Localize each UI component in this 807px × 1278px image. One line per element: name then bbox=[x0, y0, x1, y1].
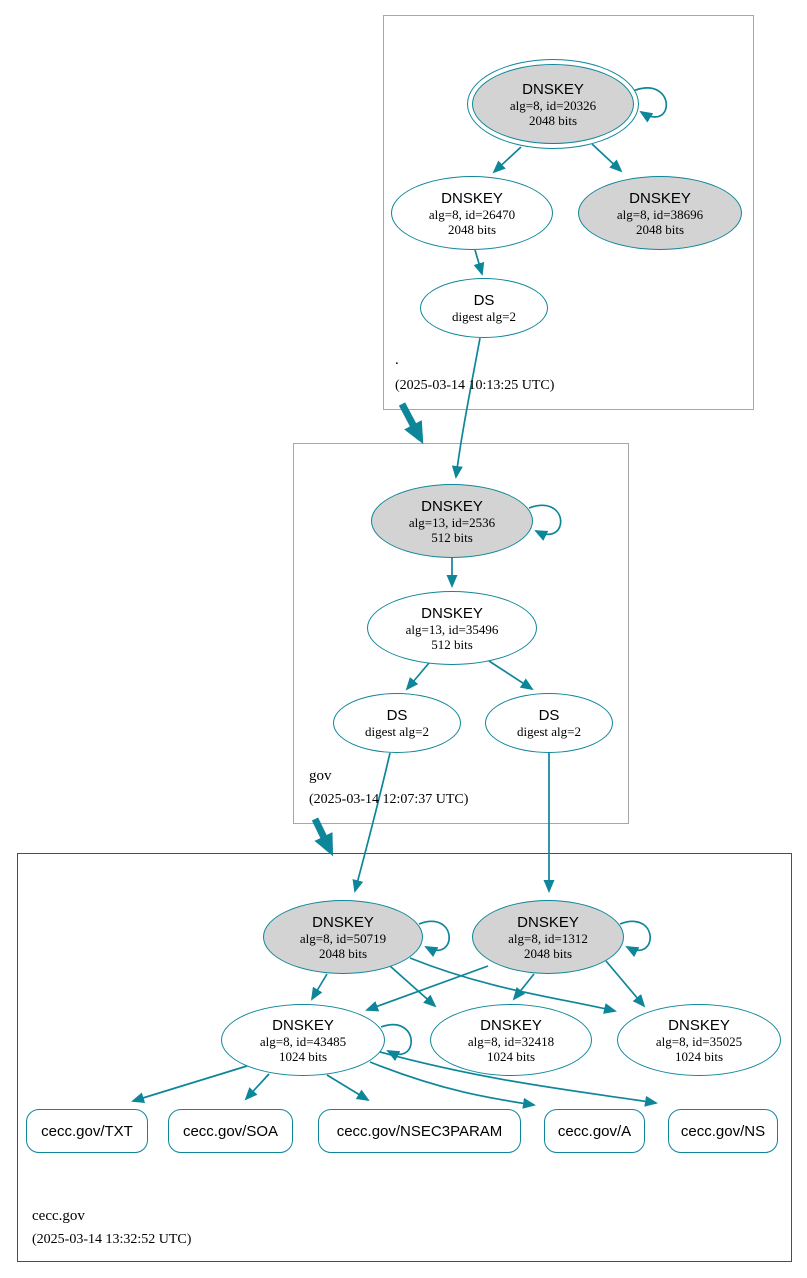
edge-root-ksk-to-key38696 bbox=[591, 143, 623, 173]
node-detail: alg=8, id=20326 bbox=[509, 97, 597, 113]
node-bits: 1024 bits bbox=[486, 1048, 536, 1064]
node-title: DNSKEY bbox=[421, 604, 483, 622]
node-bits: 2048 bits bbox=[447, 221, 497, 237]
dnskey-node-cecc-32418[interactable]: DNSKEY alg=8, id=32418 1024 bits bbox=[430, 1004, 592, 1076]
zone-timestamp-root: (2025-03-14 10:13:25 UTC) bbox=[395, 378, 555, 393]
rrset-cecc-gov-soa[interactable]: cecc.gov/SOA bbox=[168, 1109, 293, 1153]
zone-name-root: . bbox=[395, 352, 399, 368]
dnskey-node-gov-35496[interactable]: DNSKEY alg=13, id=35496 512 bits bbox=[367, 591, 537, 665]
dnskey-node-cecc-1312[interactable]: DNSKEY alg=8, id=1312 2048 bits bbox=[472, 900, 624, 974]
dnskey-node-root-38696[interactable]: DNSKEY alg=8, id=38696 2048 bits bbox=[578, 176, 742, 250]
edge-ksk2-to-zsk2 bbox=[512, 973, 535, 1001]
node-detail: digest alg=2 bbox=[451, 309, 517, 324]
node-detail: digest alg=2 bbox=[364, 724, 430, 739]
delegation-arrow-root-to-gov bbox=[398, 402, 424, 445]
zone-timestamp-cecc-gov: (2025-03-14 13:32:52 UTC) bbox=[32, 1232, 192, 1247]
node-title: DNSKEY bbox=[272, 1016, 334, 1034]
node-detail: alg=13, id=2536 bbox=[408, 514, 496, 530]
rrset-cecc-gov-txt[interactable]: cecc.gov/TXT bbox=[26, 1109, 148, 1153]
node-detail: alg=8, id=38696 bbox=[616, 206, 704, 222]
rrset-cecc-gov-ns[interactable]: cecc.gov/NS bbox=[668, 1109, 778, 1153]
node-detail: alg=13, id=35496 bbox=[405, 621, 499, 637]
node-title: DNSKEY bbox=[629, 189, 691, 207]
node-bits: 1024 bits bbox=[278, 1048, 328, 1064]
node-title: DNSKEY bbox=[517, 913, 579, 931]
rrset-cecc-gov-a[interactable]: cecc.gov/A bbox=[544, 1109, 645, 1153]
dnskey-node-root-20326[interactable]: DNSKEY alg=8, id=20326 2048 bits bbox=[467, 59, 639, 149]
node-title: DS bbox=[538, 707, 560, 724]
dnskey-node-gov-2536[interactable]: DNSKEY alg=13, id=2536 512 bits bbox=[371, 484, 533, 558]
ds-node-gov-1[interactable]: DS digest alg=2 bbox=[333, 693, 461, 753]
node-detail: alg=8, id=35025 bbox=[655, 1033, 743, 1049]
zone-cluster-root bbox=[383, 15, 754, 410]
edge-zsk1-to-a bbox=[369, 1061, 536, 1109]
node-bits: 2048 bits bbox=[528, 112, 578, 128]
node-title: DNSKEY bbox=[668, 1016, 730, 1034]
edge-ksk2-to-zsk1 bbox=[365, 965, 489, 1012]
edge-root-ksk-selfsign bbox=[632, 87, 668, 123]
edge-cecc-zsk1-selfsign bbox=[380, 1024, 412, 1062]
node-title: DNSKEY bbox=[312, 913, 374, 931]
node-detail: digest alg=2 bbox=[516, 724, 582, 739]
delegation-arrow-gov-to-cecc bbox=[311, 817, 334, 857]
dnskey-node-cecc-43485[interactable]: DNSKEY alg=8, id=43485 1024 bits bbox=[221, 1004, 385, 1076]
edge-gov-zsk-to-ds1 bbox=[405, 662, 430, 691]
edge-ksk1-to-zsk2 bbox=[389, 965, 437, 1008]
edge-ksk2-to-zsk3 bbox=[605, 960, 646, 1008]
edge-cecc-ksk1-selfsign bbox=[418, 920, 450, 958]
node-title: DNSKEY bbox=[522, 80, 584, 98]
node-detail: alg=8, id=32418 bbox=[467, 1033, 555, 1049]
zone-name-cecc-gov: cecc.gov bbox=[32, 1208, 85, 1224]
zone-timestamp-gov: (2025-03-14 12:07:37 UTC) bbox=[309, 792, 469, 807]
edge-zsk1-to-txt bbox=[131, 1065, 248, 1104]
node-title: DS bbox=[386, 707, 408, 724]
edge-gov-zsk-to-ds2 bbox=[488, 660, 534, 691]
dnskey-node-root-20326-inner: DNSKEY alg=8, id=20326 2048 bits bbox=[472, 64, 634, 144]
node-detail: alg=8, id=43485 bbox=[259, 1033, 347, 1049]
dnskey-node-cecc-35025[interactable]: DNSKEY alg=8, id=35025 1024 bits bbox=[617, 1004, 781, 1076]
rrset-cecc-gov-nsec3param[interactable]: cecc.gov/NSEC3PARAM bbox=[318, 1109, 521, 1153]
node-bits: 2048 bits bbox=[318, 945, 368, 961]
edge-gov-ds1-to-cecc-ksk1 bbox=[352, 752, 391, 893]
edge-gov-ksk-selfsign bbox=[528, 504, 562, 541]
edge-root-ds-to-gov-ksk bbox=[451, 337, 481, 479]
ds-node-root[interactable]: DS digest alg=2 bbox=[420, 278, 548, 338]
node-title: DNSKEY bbox=[441, 189, 503, 207]
zone-cluster-cecc-gov bbox=[17, 853, 792, 1262]
dnskey-node-root-26470[interactable]: DNSKEY alg=8, id=26470 2048 bits bbox=[391, 176, 553, 250]
node-bits: 1024 bits bbox=[674, 1048, 724, 1064]
node-detail: alg=8, id=50719 bbox=[299, 930, 387, 946]
node-detail: alg=8, id=26470 bbox=[428, 206, 516, 222]
node-title: DS bbox=[473, 292, 495, 309]
node-bits: 512 bits bbox=[431, 636, 473, 652]
node-bits: 512 bits bbox=[431, 529, 473, 545]
edge-zsk1-to-ns bbox=[379, 1051, 658, 1107]
edge-root-ksk-to-zsk bbox=[492, 146, 522, 174]
dnskey-node-cecc-50719[interactable]: DNSKEY alg=8, id=50719 2048 bits bbox=[263, 900, 423, 974]
node-title: DNSKEY bbox=[421, 497, 483, 515]
node-bits: 2048 bits bbox=[523, 945, 573, 961]
edge-root-zsk-to-ds bbox=[473, 249, 485, 276]
zone-name-gov: gov bbox=[309, 768, 332, 784]
edge-zsk1-to-nsec3param bbox=[326, 1074, 370, 1102]
node-bits: 2048 bits bbox=[635, 221, 685, 237]
node-detail: alg=8, id=1312 bbox=[508, 930, 588, 946]
ds-node-gov-2[interactable]: DS digest alg=2 bbox=[485, 693, 613, 753]
node-title: DNSKEY bbox=[480, 1016, 542, 1034]
edge-cecc-ksk2-selfsign bbox=[619, 920, 651, 958]
edge-ksk1-to-zsk1 bbox=[310, 973, 328, 1001]
edge-zsk1-to-soa bbox=[244, 1073, 270, 1101]
